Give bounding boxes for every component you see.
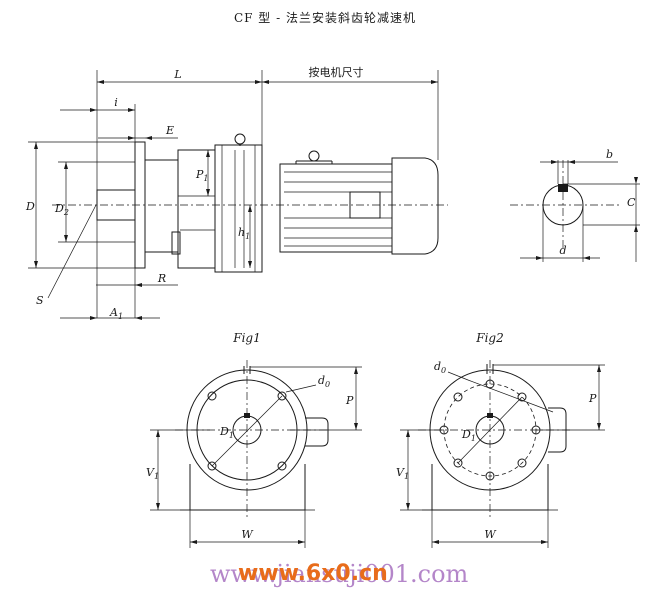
key-slot	[558, 184, 568, 192]
label-E: E	[165, 124, 174, 137]
drawing-title: CF 型 - 法兰安装斜齿轮减速机	[234, 10, 416, 25]
fig1-bolt-hole	[207, 461, 217, 471]
fig2-label-d0: d0	[434, 360, 446, 375]
fig1-label-W: W	[241, 528, 254, 541]
label-i: i	[114, 96, 118, 109]
fig1-base	[189, 464, 306, 511]
shaft-section: b C d	[510, 148, 640, 262]
fig2-label-W: W	[484, 528, 497, 541]
fig1-label-D1: D1	[219, 425, 234, 440]
fig2-front-view: Fig2 D1 d0 P	[396, 331, 605, 548]
label-h1: h1	[238, 226, 250, 241]
fig2-bolt-hole	[517, 458, 527, 468]
label-D2: D2	[54, 202, 69, 217]
terminal-box	[349, 191, 381, 219]
fig2-bolt-hole	[517, 392, 527, 402]
label-d: d	[559, 244, 566, 257]
fig1-label-P: P	[345, 394, 354, 407]
label-S: S	[36, 294, 44, 307]
watermark: www.jiansuji001.com www.6x0.cn	[210, 560, 469, 588]
label-P1: P1	[195, 168, 209, 183]
motor-body	[279, 163, 393, 253]
fig1-bolt-hole	[277, 391, 287, 401]
side-view: L 按电机尺寸 i E D D2 P1 h1 R	[25, 65, 448, 321]
label-motor-dimension: 按电机尺寸	[309, 65, 364, 79]
fig1-label-d0: d0	[318, 374, 330, 389]
fig1-title: Fig1	[232, 331, 260, 345]
housing-foot	[171, 231, 181, 255]
fig2-bolt-hole	[453, 458, 463, 468]
fig1-label-V1: V1	[146, 466, 159, 481]
label-D: D	[25, 200, 35, 213]
label-A1: A1	[109, 306, 123, 321]
fig2-label-D1: D1	[461, 428, 476, 443]
label-L: L	[173, 68, 181, 81]
label-b: b	[606, 148, 613, 161]
fig2-base	[431, 464, 549, 511]
fig1-front-view: Fig1 D1 d0 P	[146, 331, 362, 548]
fig2-label-P: P	[588, 392, 597, 405]
label-R: R	[157, 272, 166, 285]
fig2-label-V1: V1	[396, 466, 409, 481]
gear-housing	[144, 159, 179, 253]
fan-cover	[391, 157, 439, 255]
fig1-side-box	[305, 417, 329, 447]
fig2-title: Fig2	[475, 331, 503, 345]
watermark-domain: www.jiansuji001.com	[210, 560, 469, 588]
gear-eyebolt-icon	[234, 133, 246, 145]
adapter-housing	[214, 144, 263, 273]
fig1-bolt-hole	[207, 391, 217, 401]
fig2-bolt-hole	[453, 392, 463, 402]
fig1-bolt-hole	[277, 461, 287, 471]
leader-S	[47, 204, 97, 299]
watermark-brand: www.6x0.cn	[238, 561, 388, 586]
motor-eyebolt-icon	[308, 150, 320, 162]
label-C: C	[627, 196, 636, 209]
